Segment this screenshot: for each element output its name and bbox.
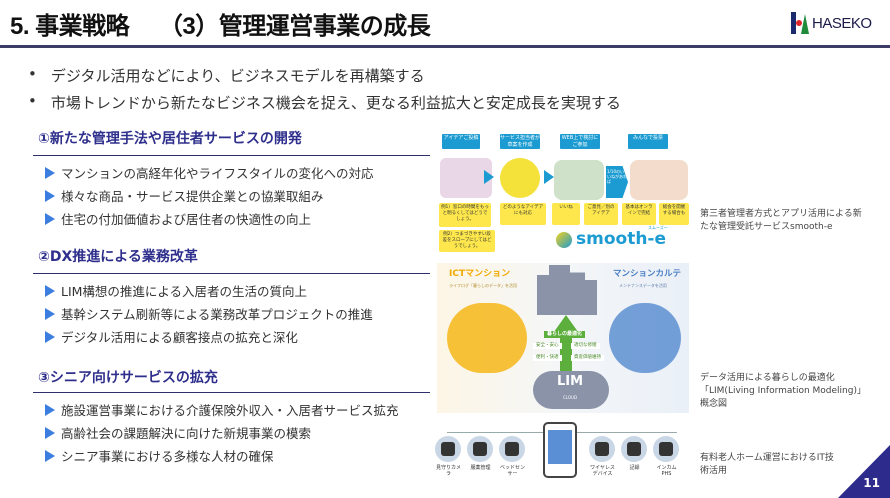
list-item: シニア事業における多様な人材の確保 [45, 446, 274, 465]
caption-smooth-e: 第三者管理者方式とアプリ活用による新たな管理受託サービスsmooth-e [700, 209, 862, 232]
illustration-vote [630, 160, 688, 200]
value-label: 資産価値維持 [571, 355, 604, 361]
triangle-bullet-icon [45, 212, 55, 225]
ict-subtitle: ライフログ「暮らしのデータ」を活用 [449, 283, 517, 288]
section-rule [33, 273, 430, 274]
step-label: アイデアご投稿 [442, 134, 480, 149]
bullet-2: •市場トレンドから新たなビジネス機会を捉え、更なる利益拡大と安定成長を実現する [28, 92, 621, 112]
illustration-web [554, 160, 604, 200]
haseko-logo: HASEKO [791, 12, 872, 34]
caption-lim: データ活用による暮らしの最適化「LIM(Living Information M… [700, 373, 866, 409]
value-label: 便利・快適 [533, 355, 562, 361]
lim-cloud-icon [533, 371, 609, 409]
karte-hex-cluster [609, 303, 681, 373]
page-title: 5. 事業戦略 （3）管理運営事業の成長 [10, 13, 431, 40]
header-rule [0, 45, 890, 48]
list-item: 住宅の付加価値および居住者の快適性の向上 [45, 209, 311, 228]
triangle-bullet-icon [45, 189, 55, 202]
list-item: 高齢社会の課題解決に向けた新規事業の模索 [45, 423, 311, 442]
note-bubble: 総会を開催する場合も [659, 203, 689, 225]
ict-hex-cluster [447, 303, 527, 373]
bullet-1: •デジタル活用などにより、ビジネスモデルを再構築する [28, 65, 425, 85]
list-item: 様々な商品・サービス提供企業との協業取組み [45, 186, 323, 205]
flow-arrow-icon [544, 170, 554, 184]
section-rule [33, 392, 430, 393]
karte-title: マンションカルテ [613, 269, 682, 279]
step-label: みんなで投票 [628, 134, 668, 149]
list-item: 施設運営事業における介護保険外収入・入居者サービス拡充 [45, 400, 399, 419]
logo-text: HASEKO [812, 14, 872, 32]
triangle-bullet-icon [45, 284, 55, 297]
device-icon [435, 436, 461, 462]
note-bubble: 例1）窓口の時間をもっと明るくしてはどうでしょう。 [439, 203, 491, 227]
device-icon [621, 436, 647, 462]
note-bubble: ご意見／別のアイデア [584, 203, 618, 225]
device-label: ワイヤレスデバイス [590, 465, 615, 477]
karte-subtitle: メンテナンスデータを活用 [619, 283, 667, 288]
section-heading-3: ③シニア向けサービスの拡充 [38, 370, 218, 386]
device-label: 記録 [629, 465, 640, 471]
page-number: 11 [863, 476, 880, 490]
list-item: LIM構想の推進による入居者の生活の質向上 [45, 281, 307, 300]
smooth-e-diagram: アイデアご投稿 サービス担当者が草案を作成 WEB上で検討にご参加 みんなで投票… [436, 128, 690, 252]
lim-cloud-subtitle: CLOUD [563, 395, 578, 400]
list-item: デジタル活用による顧客接点の拡充と深化 [45, 327, 298, 346]
device-label: インカムPHS [656, 465, 677, 477]
lim-concept-diagram: ICTマンション ライフログ「暮らしのデータ」を活用 マンションカルテ メンテナ… [437, 263, 689, 413]
flow-arrow-icon [484, 170, 494, 184]
smooth-e-brand-kana: スムーズー [648, 225, 668, 230]
section-rule [33, 155, 430, 156]
page-number-badge [838, 445, 890, 498]
list-item: マンションの高経年化やライフスタイルの変化への対応 [45, 163, 374, 182]
triangle-bullet-icon [45, 166, 55, 179]
ict-title: ICTマンション [449, 269, 511, 279]
triangle-bullet-icon [45, 307, 55, 320]
note-bubble: 例2）つまづきやすい段差をスロープにしてはどうでしょう。 [439, 230, 495, 252]
smooth-e-logo-icon [556, 232, 572, 248]
it-devices-diagram: 見守りカメラ 服薬管理 ベッドセンサー ワイヤレスデバイス 記録 インカムPHS [433, 420, 691, 486]
optimization-label: 暮らしの最適化 [544, 331, 586, 338]
section-heading-1: ①新たな管理手法や居住者サービスの開発 [38, 131, 302, 147]
device-icon [467, 436, 493, 462]
triangle-bullet-icon [45, 330, 55, 343]
illustration-person [440, 158, 492, 198]
section-heading-2: ②DX推進による業務改革 [38, 249, 198, 265]
smooth-e-brand: smooth-e [576, 229, 667, 249]
buildings-illustration [537, 265, 597, 315]
step-label: WEB上で検討にご参加 [560, 134, 600, 149]
device-label: ベッドセンサー [499, 465, 525, 477]
step-label: サービス担当者が草案を作成 [500, 134, 541, 149]
triangle-bullet-icon [45, 449, 55, 462]
value-label: 適切な修繕 [571, 343, 600, 349]
note-bubble: どのようなアイデアにも対応 [500, 203, 546, 225]
triangle-bullet-icon [45, 426, 55, 439]
device-label: 見守りカメラ [435, 465, 461, 477]
triangle-bullet-icon [45, 403, 55, 416]
device-icon [653, 436, 679, 462]
device-label: 服薬管理 [470, 465, 491, 471]
smartphone-icon [543, 422, 577, 478]
lim-cloud-title: LIM [557, 374, 584, 389]
device-icon [589, 436, 615, 462]
note-bubble: 基本はオンラインで完結 [622, 203, 656, 225]
illustration-staff [500, 158, 540, 198]
device-icon [499, 436, 525, 462]
haseko-logo-icon [791, 12, 809, 34]
note-bubble: いいね [552, 203, 580, 225]
value-label: 安全・安心 [533, 343, 562, 349]
caption-it: 有料老人ホーム運営におけるIT技術活用 [700, 453, 834, 476]
list-item: 基幹システム刷新等による業務改革プロジェクトの推進 [45, 304, 373, 323]
threshold-note: 1/10のいいねがあれば [606, 166, 628, 198]
